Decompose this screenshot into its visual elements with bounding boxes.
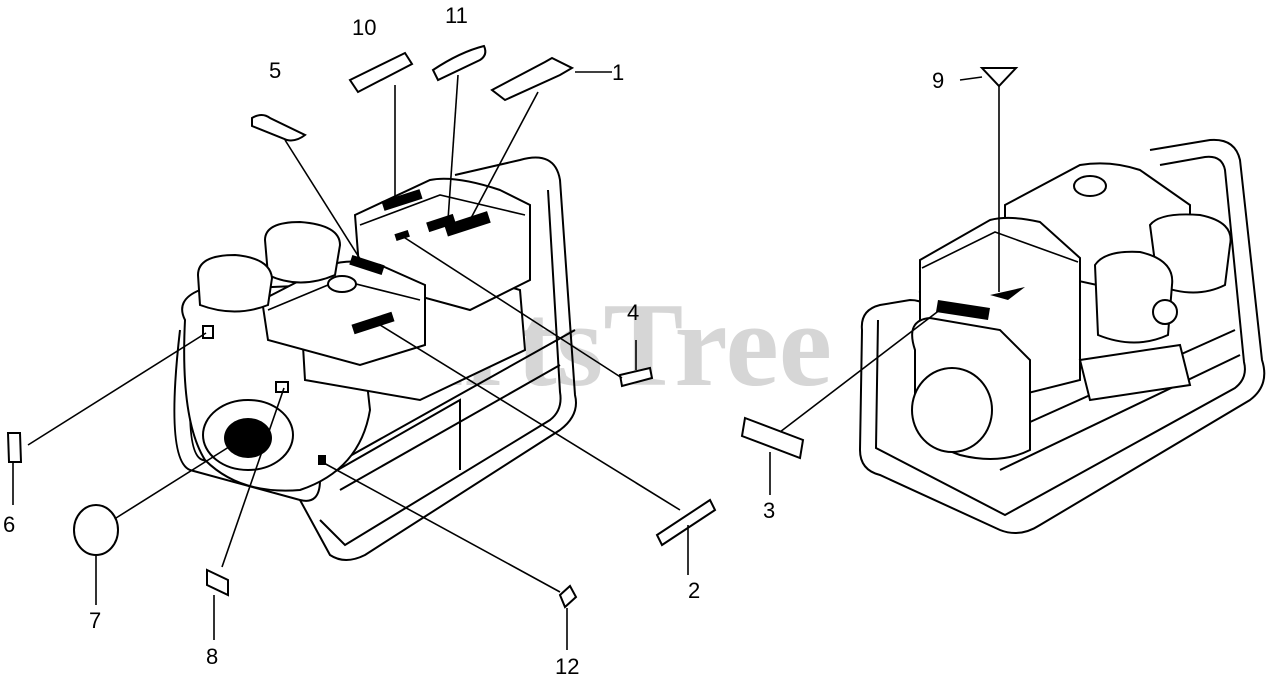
right-air-cleaner-front <box>1093 250 1174 344</box>
leader-12 <box>321 461 561 593</box>
left-frame-rail <box>324 329 576 471</box>
callout-12: 12 <box>555 654 579 679</box>
right-frame-inner <box>874 155 1246 517</box>
right-pump-assembly <box>740 67 1266 535</box>
callout-3: 3 <box>763 498 775 523</box>
leader-4 <box>401 235 623 379</box>
right-frame-rail-2 <box>999 354 1241 471</box>
left-air-cleaner-rear <box>263 220 342 284</box>
callout-2: 2 <box>688 578 700 603</box>
decal-mark-5 <box>349 254 385 276</box>
left-frame-side-inner <box>319 189 562 547</box>
left-frame-rail-2 <box>339 364 561 491</box>
decal-mark-1 <box>444 211 491 237</box>
decal-mark-12 <box>318 455 326 465</box>
right-fuel-cap <box>1073 175 1107 197</box>
leader-3 <box>779 305 946 433</box>
left-frame-cross <box>319 398 461 481</box>
leader-7 <box>115 439 241 519</box>
leader-6 <box>27 332 207 446</box>
left-fuel-cap <box>327 275 357 293</box>
left-pump-assembly <box>6 44 717 650</box>
callout-1: 1 <box>612 60 624 85</box>
right-pump-inlet <box>911 367 993 453</box>
leader-9-tail <box>959 76 983 81</box>
decal-part-5 <box>251 114 307 142</box>
decal-mark-8 <box>275 381 289 393</box>
callout-9: 9 <box>932 68 944 93</box>
left-pump-outlet-hole <box>224 418 272 458</box>
decal-part-3 <box>740 416 805 460</box>
decal-part-9 <box>979 67 1019 88</box>
callout-8: 8 <box>206 644 218 669</box>
decal-part-6 <box>6 432 23 463</box>
left-frame-front <box>173 329 322 502</box>
decal-part-2 <box>655 498 717 547</box>
leader-11 <box>447 74 459 221</box>
decal-part-12 <box>558 584 578 609</box>
right-fuel-tank-front-edge <box>921 231 1079 269</box>
decal-mark-4 <box>394 229 410 241</box>
callout-5: 5 <box>269 58 281 83</box>
leader-5 <box>284 139 363 263</box>
decal-mark-10 <box>381 189 423 211</box>
left-fuel-tank-rear-edge <box>359 194 526 226</box>
right-air-cleaner-knob <box>1152 299 1178 325</box>
left-frame-side <box>299 156 577 561</box>
leader-2 <box>379 324 681 511</box>
decal-mark-6 <box>202 325 214 339</box>
decal-part-7 <box>73 504 119 556</box>
leader-1 <box>469 91 539 221</box>
decal-part-11 <box>431 44 487 82</box>
leader-8 <box>221 387 285 568</box>
decal-part-1 <box>490 56 575 102</box>
decal-part-10 <box>348 51 414 94</box>
right-engine-base <box>1078 343 1192 402</box>
decal-mark-3 <box>936 300 990 320</box>
callout-6: 6 <box>3 512 15 537</box>
callout-labels: 1 2 3 4 5 6 7 8 9 10 11 12 <box>3 3 944 679</box>
callout-4: 4 <box>627 300 639 325</box>
left-air-cleaner-front <box>196 253 274 313</box>
decal-mark-2 <box>351 311 395 335</box>
callout-11: 11 <box>445 3 468 28</box>
decal-part-4 <box>618 366 654 388</box>
decal-part-8 <box>206 568 229 597</box>
callout-10: 10 <box>352 15 376 40</box>
decal-mark-9 <box>990 287 1025 300</box>
callout-7: 7 <box>89 608 101 633</box>
